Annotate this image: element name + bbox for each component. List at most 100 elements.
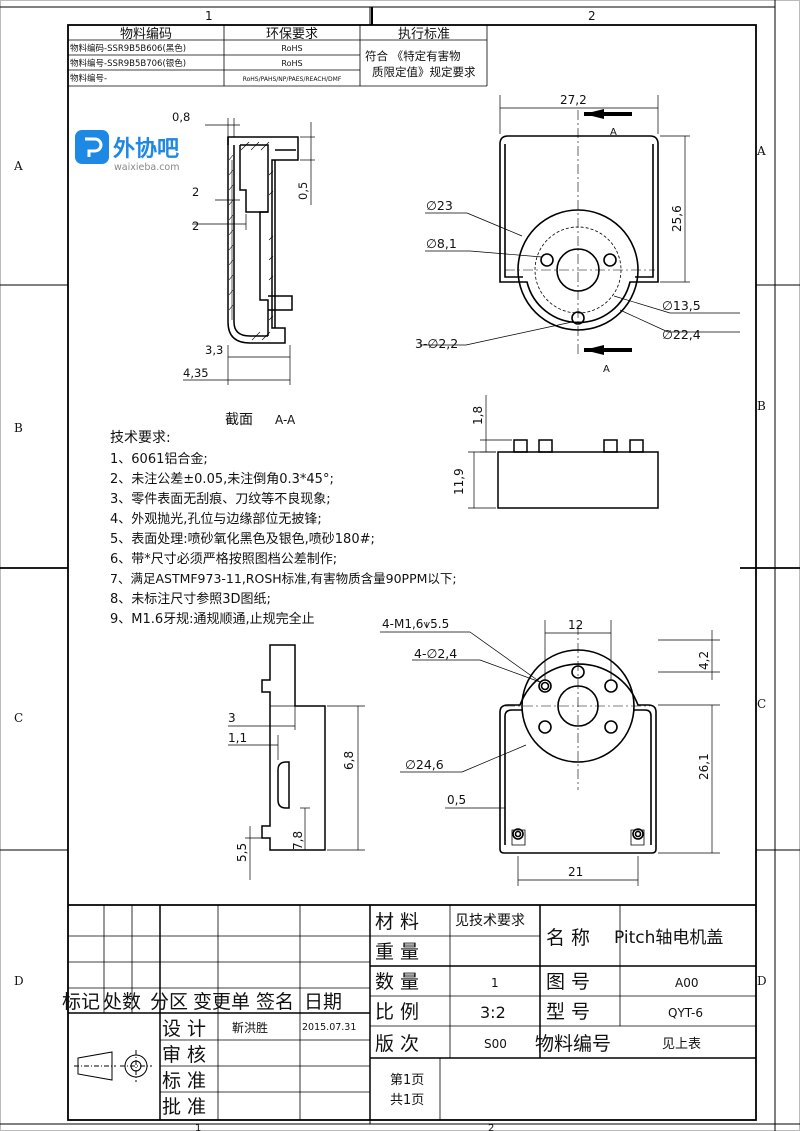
zone-left-a: A: [13, 159, 23, 173]
top-dim-dia-23: ∅23: [426, 198, 453, 213]
quantity-value: 1: [491, 976, 499, 990]
sign-label-approve: 批 准: [162, 1096, 206, 1118]
cut-plane-arrows: [584, 109, 632, 355]
sign-label-standard: 标 准: [162, 1070, 206, 1092]
bottom-dim-21: 21: [568, 865, 583, 879]
top-dim-27-2: 27,2: [560, 93, 587, 107]
zone-left-c: C: [14, 711, 23, 725]
zone-right-b: B: [757, 399, 766, 413]
zone-bottom-1: 1: [195, 1123, 201, 1131]
version-value: S00: [484, 1037, 507, 1051]
top-view-outline: [499, 135, 659, 331]
material-row-3-env: RoHS/PAHS/NP/PAES/REACH/DMF: [243, 76, 342, 83]
watermark-url: waixieba.com: [114, 162, 180, 173]
rev-header-change: 变更单: [193, 991, 250, 1013]
zone-top-2: 2: [588, 9, 596, 23]
rev-header-sign: 签名: [256, 991, 294, 1013]
scale-label: 比 例: [375, 1001, 419, 1023]
zone-top-1: 1: [205, 9, 213, 23]
rev-header-mark: 标记: [62, 991, 100, 1013]
material-table: [68, 25, 488, 87]
section-dim-3-3: 3,3: [205, 343, 223, 357]
name-value: Pitch轴电机盖: [614, 928, 723, 948]
rev-header-date: 日期: [304, 991, 342, 1013]
tech-item-3: 3、零件表面无刮痕、刀纹等不良现象;: [110, 491, 331, 507]
section-dim-0-8: 0,8: [172, 110, 190, 124]
drawing-number-label: 图 号: [546, 971, 590, 993]
bottom-dim-4-2: 4,2: [697, 651, 711, 670]
material-row-3-code: 物料编号-: [70, 73, 107, 84]
section-view-name: A-A: [275, 413, 296, 427]
part-number-label: 物料编号: [535, 1033, 611, 1055]
bottom-dim-26-1: 26,1: [697, 753, 711, 780]
tech-requirements: 技术要求: 1、6061铝合金; 2、未注公差±0.05,未注倒角0.3*45°…: [110, 430, 457, 627]
top-dim-25-6: 25,6: [670, 205, 684, 232]
side-view-outline: [261, 644, 326, 851]
rev-header-count: 处数: [103, 991, 141, 1013]
bottom-dim-12: 12: [568, 618, 583, 632]
top-view-center-lines: [505, 110, 655, 355]
bottom-dim-0-5: 0,5: [447, 793, 466, 807]
watermark-logo: 外协吧 waixieba.com: [75, 130, 180, 173]
section-dim-2-bottom: 2: [192, 219, 199, 233]
design-date: 2015.07.31: [302, 1022, 356, 1033]
zone-right-a: A: [756, 144, 766, 158]
front-dim-11-9: 11,9: [452, 468, 466, 495]
weight-label: 重 量: [375, 941, 419, 963]
tech-item-1: 1、6061铝合金;: [110, 451, 208, 467]
top-dim-3-holes: 3-∅2,2: [415, 336, 458, 351]
zone-right-c: C: [757, 697, 766, 711]
drawing-number-value: A00: [675, 976, 698, 990]
model-value: QYT-6: [668, 1006, 703, 1020]
scale-value: 3:2: [480, 1003, 506, 1022]
watermark-brand: 外协吧: [113, 136, 179, 162]
top-dim-dia-22-4: ∅22,4: [662, 327, 701, 342]
tech-item-9: 9、M1.6牙规:通规顺通,止规完全止: [110, 611, 315, 627]
tech-item-2: 2、未注公差±0.05,未注倒角0.3*45°;: [110, 472, 334, 487]
material-value: 见技术要求: [455, 913, 525, 929]
page-number: 第1页: [390, 1073, 424, 1088]
top-dim-dia-13-5: ∅13,5: [662, 298, 701, 313]
side-dim-5-5: 5,5: [235, 843, 249, 862]
page-total: 共1页: [390, 1093, 424, 1108]
side-dim-6-8: 6,8: [342, 751, 356, 770]
material-label: 材 料: [375, 911, 419, 933]
name-label: 名 称: [546, 927, 590, 949]
quantity-label: 数 量: [375, 971, 419, 993]
material-row-1-env: RoHS: [281, 44, 302, 53]
section-dim-2-top: 2: [192, 185, 199, 199]
rev-header-zone: 分区: [150, 991, 188, 1013]
top-dim-dia-8-1: ∅8,1: [426, 236, 457, 251]
sign-label-review: 审 核: [162, 1044, 206, 1066]
tech-item-5: 5、表面处理:喷砂氧化黑色及银色,喷砂180#;: [110, 531, 375, 547]
title-block-grid: [68, 904, 756, 1120]
part-number-value: 见上表: [662, 1037, 701, 1052]
side-dim-1-1: 1,1: [228, 731, 247, 745]
bottom-dim-holes: 4-∅2,4: [414, 646, 457, 661]
model-label: 型 号: [546, 1001, 590, 1023]
material-row-2-env: RoHS: [281, 59, 302, 68]
cut-label-a-bottom: A: [603, 364, 610, 375]
tech-item-6: 6、带*尺寸必须严格按照图档公差制作;: [110, 551, 337, 567]
tech-item-7: 7、满足ASTMF973-11,ROSH标准,有害物质含量90PPM以下;: [110, 571, 457, 586]
side-view-dim-lines: [228, 700, 365, 880]
bottom-view-dim-lines: [380, 620, 720, 886]
front-view-outline: [497, 439, 659, 509]
side-dim-7-8: 7,8: [291, 831, 305, 850]
section-dim-4-35: 4,35: [183, 366, 209, 380]
top-view-dim-lines: [420, 95, 740, 346]
designer-name: 靳洪胜: [232, 1020, 268, 1035]
zone-right-d: D: [757, 974, 767, 988]
bottom-dim-dia-24-6: ∅24,6: [405, 757, 444, 772]
zone-left-d: D: [14, 974, 24, 988]
section-view-dim-lines: [183, 118, 315, 385]
zone-bottom-2: 2: [488, 1123, 494, 1131]
material-row-2-code: 物料编号-SSR9B5B706(银色): [70, 58, 186, 69]
zone-left-b: B: [14, 421, 23, 435]
front-view-dim-lines: [468, 395, 512, 509]
section-view-hatch: [228, 141, 274, 341]
section-dim-0-5: 0,5: [296, 182, 310, 200]
material-row-1-code: 物料编码-SSR9B5B606(黑色): [70, 43, 186, 54]
bottom-view-center-lines: [505, 625, 650, 790]
